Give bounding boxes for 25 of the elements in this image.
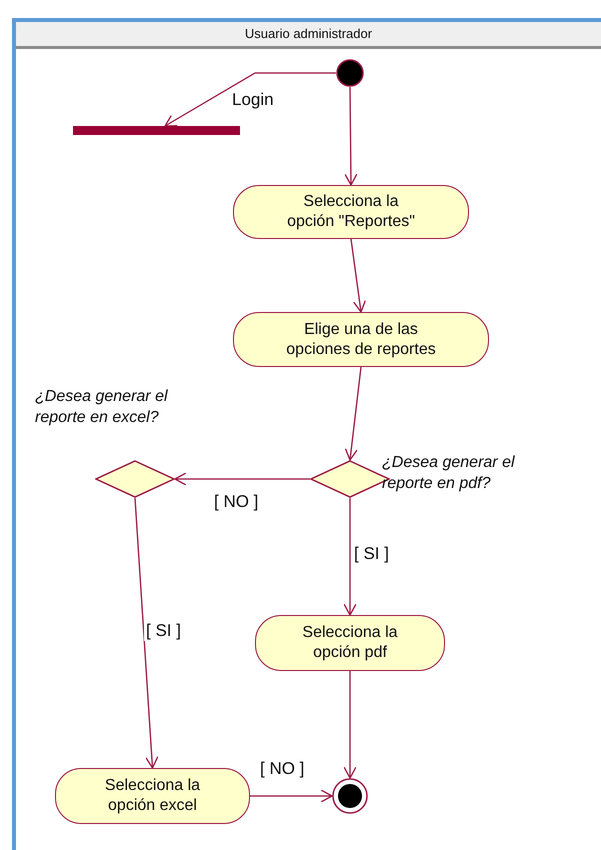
end-node [332, 778, 368, 814]
control-flow-arrow [134, 498, 158, 769]
decision-question: ¿Desea generar el reporte en excel? [35, 387, 169, 428]
guard-label: [ NO ] [258, 759, 306, 779]
decision-diamond [95, 460, 175, 498]
activity-node: Selecciona la opción pdf [255, 615, 445, 671]
swimlane [12, 18, 601, 850]
guard-label: [ SI ] [352, 544, 391, 564]
control-flow-arrow [343, 498, 357, 616]
activity-node: Selecciona la opción excel [55, 768, 250, 824]
control-flow-arrow [174, 472, 310, 486]
control-flow-arrow [350, 238, 366, 313]
control-flow-arrow [164, 72, 336, 127]
fork-bar [73, 126, 240, 135]
control-flow-arrow [343, 671, 357, 779]
activity-node: Elige una de las opciones de reportes [233, 312, 489, 367]
control-flow-arrow [344, 366, 362, 461]
lane-header: Usuario administrador [16, 22, 601, 49]
activity-node: Selecciona la opción "Reportes" [233, 185, 469, 239]
control-flow-arrow [250, 789, 333, 803]
guard-label: [ SI ] [144, 621, 183, 641]
guard-label: [ NO ] [212, 492, 260, 512]
decision-question: ¿Desea generar el reporte en pdf? [382, 453, 516, 494]
start-node [336, 59, 364, 87]
control-flow-arrow [344, 87, 358, 186]
